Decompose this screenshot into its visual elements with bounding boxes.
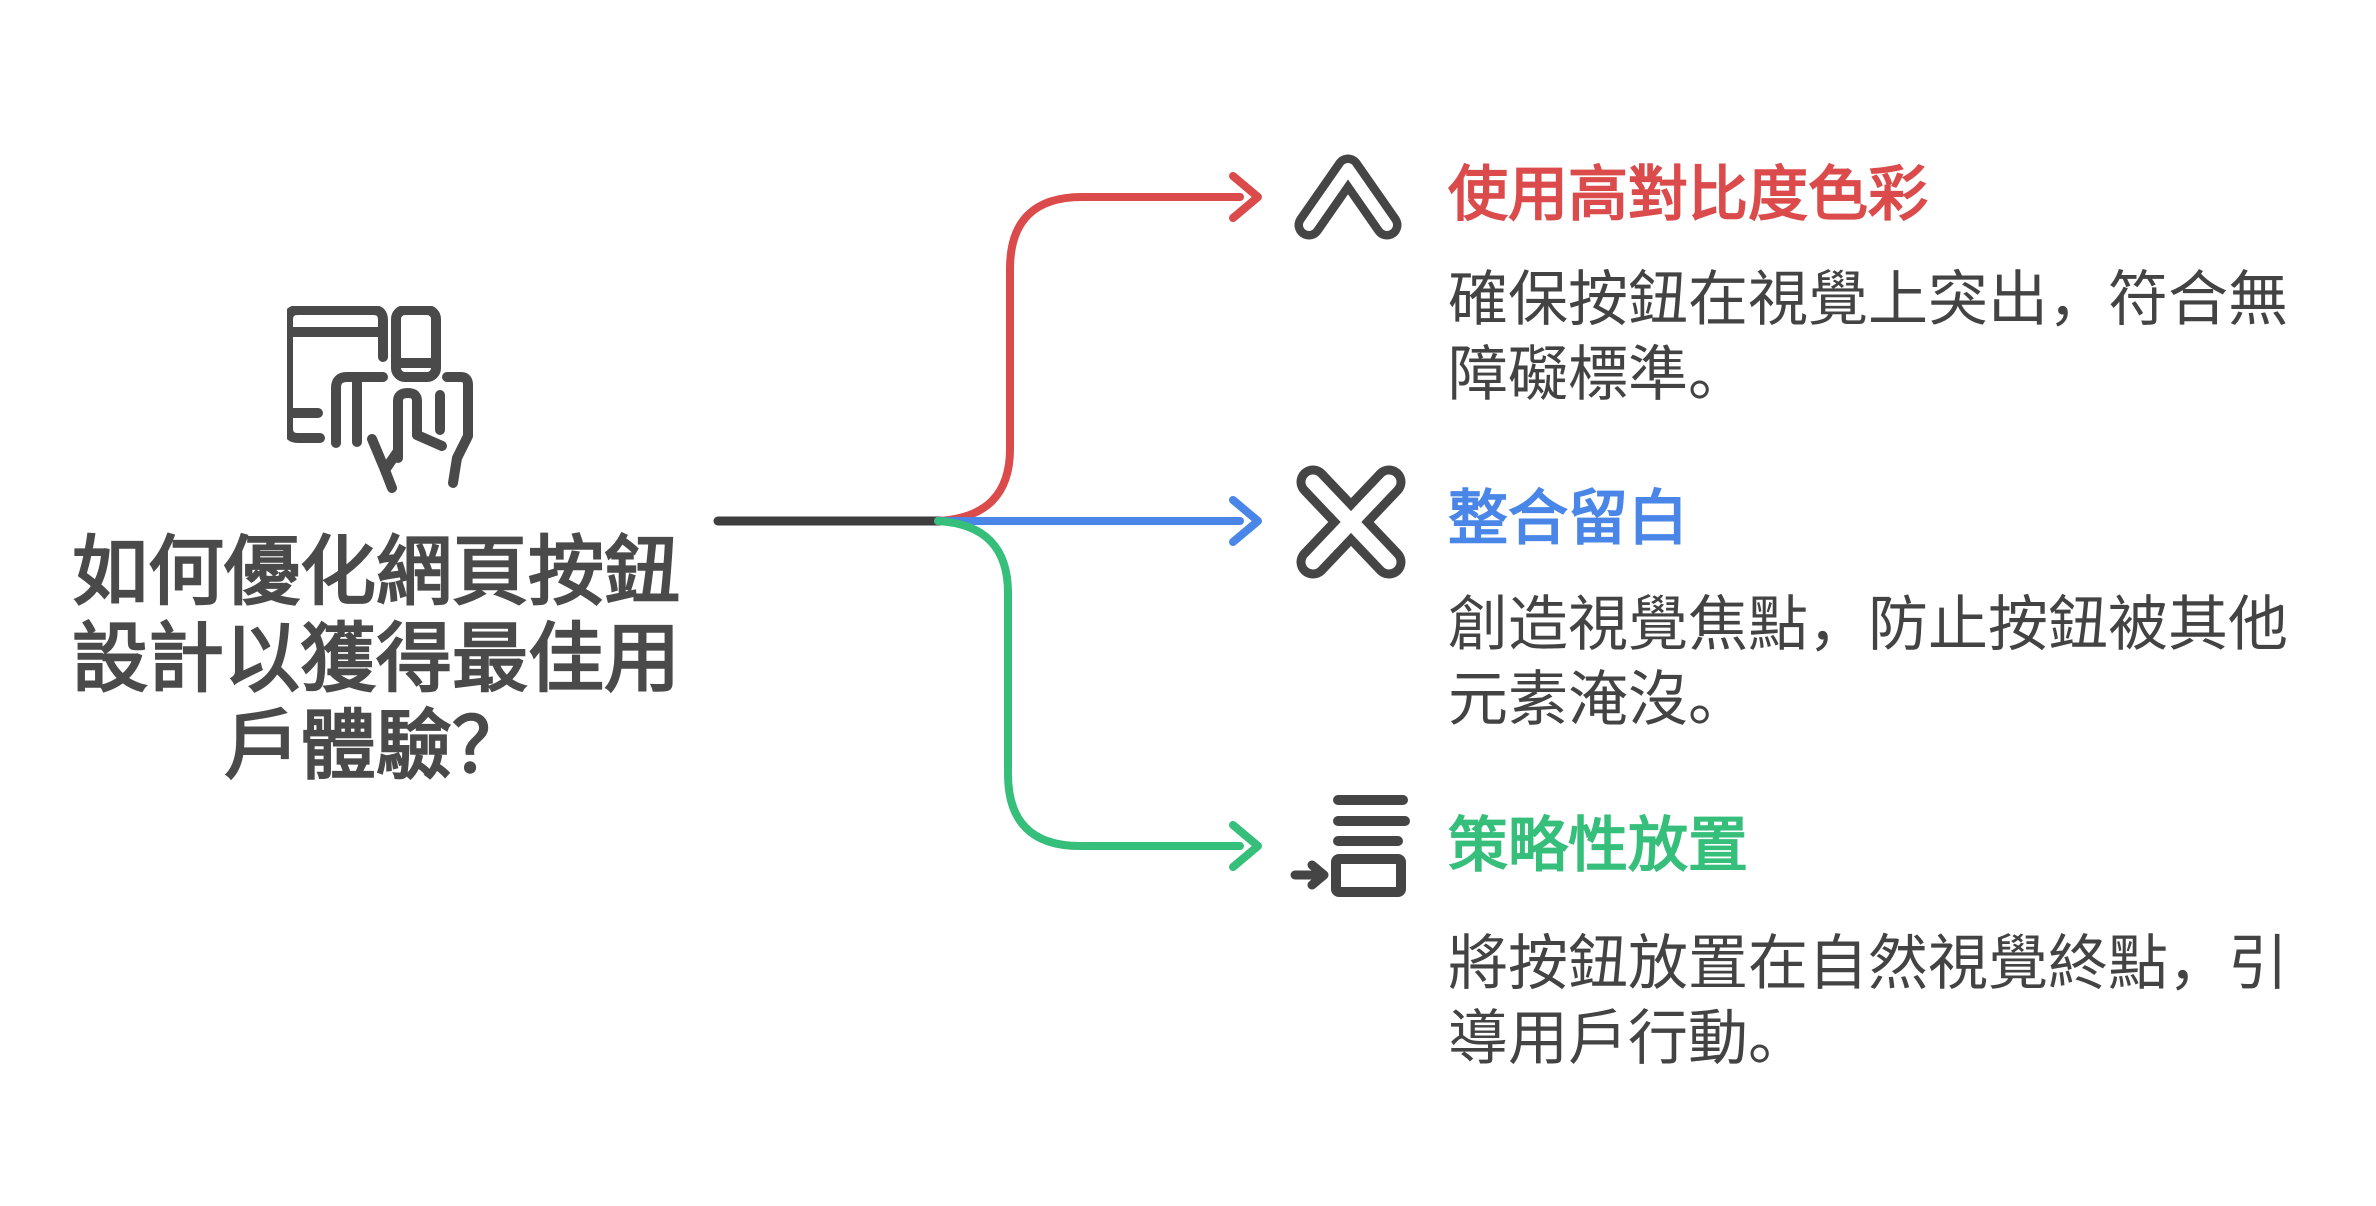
branch-title-high-contrast: 使用高對比度色彩: [1448, 161, 1928, 228]
branch-description-line: 障礙標準。: [1448, 341, 1748, 408]
branch-title-whitespace: 整合留白: [1448, 485, 1688, 552]
central-question-line: 戶體驗？: [224, 704, 528, 789]
arrowhead-green: [1229, 821, 1262, 871]
central-question-line: 如何優化網頁按鈕: [72, 530, 680, 615]
chevron-up-icon: [1294, 154, 1402, 240]
x-cross-icon: [1296, 465, 1406, 579]
branch-description-line: 創造視覺焦點，防止按鈕被其他: [1448, 591, 2288, 658]
branch-description-line: 導用戶行動。: [1448, 1005, 1808, 1072]
branch-description-strategic-placement: 將按鈕放置在自然視覺終點，引 導用戶行動。: [1448, 926, 2288, 1076]
branch-description-line: 將按鈕放置在自然視覺終點，引: [1448, 930, 2288, 997]
tap-device-icon: [287, 306, 473, 493]
branch-line-red: [934, 193, 1244, 525]
branch-line-green: [934, 517, 1244, 850]
central-question: 如何優化網頁按鈕 設計以獲得最佳用 戶體驗？: [30, 529, 722, 790]
central-question-line: 設計以獲得最佳用: [72, 617, 680, 702]
branch-description-line: 元素淹沒。: [1448, 666, 1748, 733]
branch-description-line: 確保按鈕在視覺上突出，符合無: [1448, 266, 2288, 333]
branch-description-whitespace: 創造視覺焦點，防止按鈕被其他 元素淹沒。: [1448, 587, 2288, 737]
arrowhead-red: [1229, 172, 1262, 222]
insert-block-icon: [1290, 795, 1410, 897]
branch-description-high-contrast: 確保按鈕在視覺上突出，符合無 障礙標準。: [1448, 262, 2288, 412]
arrowhead-blue: [1229, 496, 1262, 546]
branch-title-strategic-placement: 策略性放置: [1448, 812, 1748, 879]
